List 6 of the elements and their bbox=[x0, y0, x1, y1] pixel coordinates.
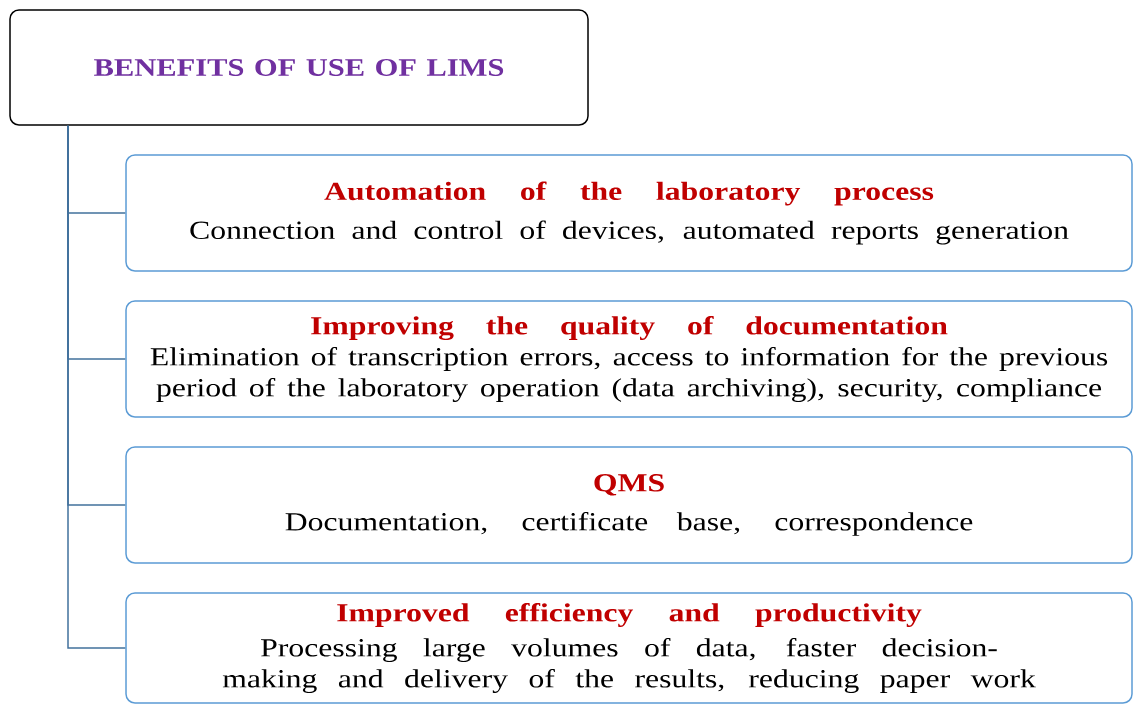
connector-line bbox=[67, 125, 126, 649]
title-box: BENEFITS OF USE OF LIMS bbox=[9, 9, 589, 126]
benefit-box: Improving the quality of documentation Elimination of transcription errors, access to information for the previous period of the laboratory operation (data archiving), security, compliance bbox=[125, 300, 1133, 418]
benefit-box: QMS Documentation, certificate base, correspondence bbox=[125, 446, 1133, 564]
benefit-box: Improved efficiency and productivity Processing large volumes of data, faster decision-making and delivery of the results, reducing paper work bbox=[125, 592, 1133, 704]
benefit-box: Automation of the laboratory process Connection and control of devices, automated reports generation bbox=[125, 154, 1133, 272]
